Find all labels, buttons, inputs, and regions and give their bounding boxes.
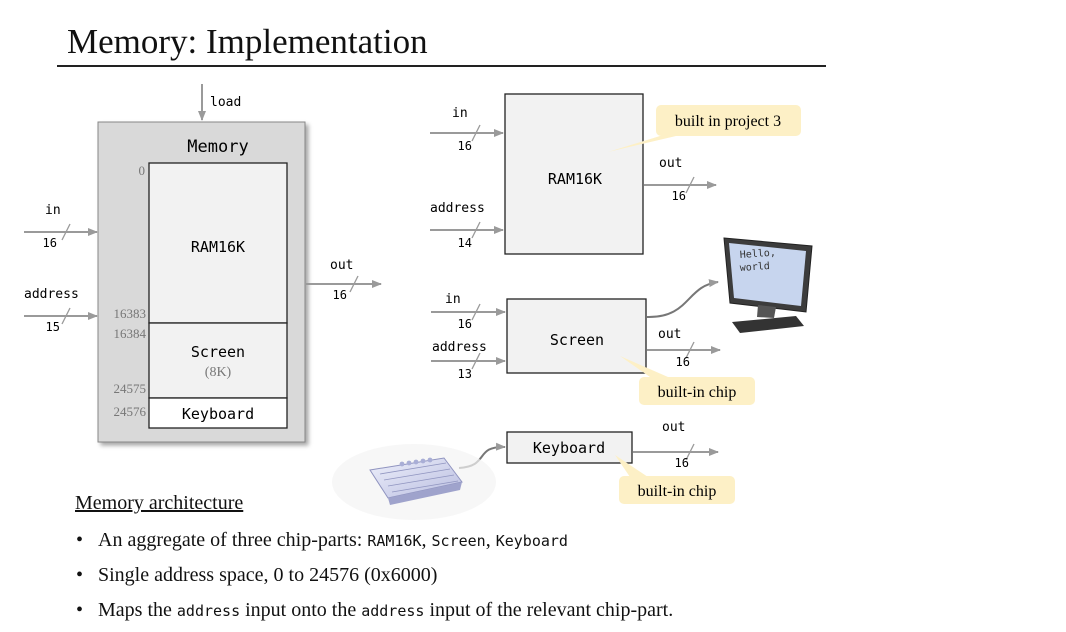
memory-screen-label: Screen (191, 343, 245, 361)
memory-in-width: 16 (43, 236, 57, 250)
screen-out-width: 16 (676, 355, 690, 369)
monitor-stand (732, 316, 804, 333)
monitor-neck (757, 305, 776, 318)
memory-load-label: load (210, 95, 241, 110)
code-ram16k: RAM16K (367, 532, 422, 550)
screen-callout: built-in chip (620, 356, 755, 405)
screen-address-label: address (432, 340, 487, 355)
ram16k-in-width: 16 (458, 139, 472, 153)
screen-out-bus-slash (685, 341, 695, 359)
code-address-1: address (176, 602, 241, 620)
monitor-text-line1: Hello, (739, 247, 776, 260)
ram16k-chip-name: RAM16K (548, 170, 602, 188)
keyboard-callout-pointer (615, 455, 648, 477)
ram16k-out-bus-slash (685, 176, 695, 194)
ram16k-address-label: address (430, 201, 485, 216)
memory-out-width: 16 (333, 288, 347, 302)
memory-screen-size: (8K) (205, 365, 232, 380)
bullet-maps-address: Maps the address input onto the address … (76, 597, 673, 632)
bullet-separator: , (485, 529, 496, 551)
screen-callout-pointer (620, 356, 668, 377)
keyboard-chip-body (506, 431, 633, 464)
screen-address-bus-slash (471, 352, 481, 370)
bullet-separator: , (421, 529, 432, 551)
ram16k-callout-box (656, 105, 801, 136)
ram16k-chip: RAM16K in 16 address 14 out 16 built in … (430, 93, 801, 255)
bullet-address-space-text: Single address space, 0 to 24576 (0x6000… (98, 564, 438, 586)
keyboard-callout: built-in chip (615, 455, 735, 504)
keyboard-callout-box (619, 476, 735, 504)
ram16k-in-label: in (452, 106, 468, 121)
screen-callout-text: built-in chip (658, 384, 737, 401)
keyboard-out-bus-slash (685, 443, 695, 461)
bullet-maps-text-2: input onto the (240, 599, 362, 621)
monitor-screen (729, 243, 806, 306)
ram16k-out-label: out (659, 156, 682, 171)
ram16k-callout: built in project 3 (608, 105, 801, 152)
bullet-maps-text-1: Maps the (98, 599, 177, 621)
addr-label-16383: 16383 (114, 306, 147, 321)
keyboard-callout-text: built-in chip (638, 483, 717, 500)
ram16k-out-width: 16 (672, 189, 686, 203)
ram16k-callout-pointer (608, 136, 676, 152)
keyboard-out-width: 16 (675, 456, 689, 470)
memory-out-bus-slash (349, 275, 359, 293)
bullet-maps-text-3: input of the relevant chip-part. (424, 599, 674, 621)
memory-in-label: in (45, 203, 61, 218)
code-keyboard: Keyboard (495, 532, 568, 550)
ram16k-in-bus-slash (471, 124, 481, 142)
keyboard-icon (332, 444, 496, 520)
keyboard-front-edge (388, 482, 462, 505)
addr-label-24575: 24575 (114, 381, 147, 396)
memory-chip: Memory RAM16K Screen (8K) Keyboard 0 163… (24, 84, 382, 443)
keyboard-chip: Keyboard out 16 built-in chip (332, 420, 735, 520)
addr-label-0: 0 (139, 163, 146, 178)
memory-in-bus-slash (61, 223, 71, 241)
screen-chip-name: Screen (550, 331, 604, 349)
memory-keyboard-section (148, 397, 288, 429)
screen-chip: Screen in 16 address 13 out 16 built-in … (431, 237, 813, 405)
code-address-2: address (361, 602, 425, 620)
screen-chip-body (506, 298, 647, 374)
keyboard-chip-name: Keyboard (533, 439, 605, 457)
memory-address-label: address (24, 287, 79, 302)
addr-label-16384: 16384 (114, 326, 147, 341)
ram16k-callout-text: built in project 3 (675, 113, 781, 130)
architecture-bullets: An aggregate of three chip-parts: RAM16K… (76, 527, 673, 632)
monitor-text-line2: world (739, 261, 770, 274)
memory-screen-section (148, 322, 288, 399)
architecture-heading: Memory architecture (75, 492, 244, 514)
keyboard-out-label: out (662, 420, 685, 435)
ram16k-address-width: 14 (458, 236, 472, 250)
ram16k-chip-body (504, 93, 644, 255)
ram16k-address-bus-slash (471, 221, 481, 239)
addr-label-24576: 24576 (114, 404, 147, 419)
screen-to-monitor-wire (646, 279, 719, 319)
code-screen: Screen (431, 532, 486, 550)
screen-in-bus-slash (471, 303, 481, 321)
title-underline (57, 65, 826, 67)
memory-ram-label: RAM16K (191, 238, 245, 256)
bullet-aggregate-text: An aggregate of three chip-parts: (98, 529, 368, 551)
memory-keyboard-label: Keyboard (182, 405, 254, 423)
slide-title: Memory: Implementation (67, 22, 428, 61)
memory-chip-name: Memory (187, 137, 248, 157)
bullet-aggregate: An aggregate of three chip-parts: RAM16K… (76, 527, 673, 562)
screen-in-label: in (445, 292, 461, 307)
screen-callout-box (639, 377, 755, 405)
memory-address-width: 15 (46, 320, 60, 334)
screen-out-label: out (658, 327, 681, 342)
monitor-icon: Hello, world (723, 237, 813, 333)
screen-in-width: 16 (458, 317, 472, 331)
memory-address-bus-slash (61, 307, 71, 325)
bullet-address-space: Single address space, 0 to 24576 (0x6000… (76, 562, 673, 597)
memory-out-label: out (330, 258, 353, 273)
screen-address-width: 13 (458, 367, 472, 381)
